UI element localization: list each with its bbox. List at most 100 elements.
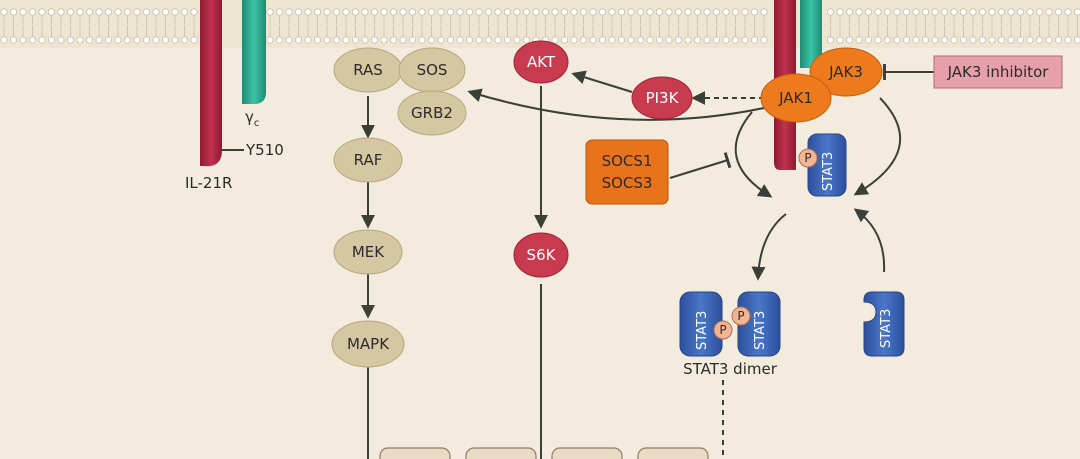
gamma-c-label: γc <box>245 108 259 129</box>
lipid-head <box>589 8 597 16</box>
lipid-head <box>342 36 350 44</box>
lipid-head <box>532 8 540 16</box>
stat3-dimer: STAT3 STAT3 P P STAT3 dimer <box>679 291 781 378</box>
lipid-head <box>304 36 312 44</box>
mapk-node: MAPK <box>331 320 405 368</box>
grb2-node: GRB2 <box>397 90 467 136</box>
svg-text:P: P <box>804 151 811 165</box>
lipid-head <box>1064 36 1072 44</box>
jak-kinases: JAK3 JAK1 JAK3 inhibitor <box>760 47 1063 123</box>
lipid-head <box>380 36 388 44</box>
lipid-head <box>47 36 56 44</box>
lipid-head <box>693 8 702 16</box>
lipid-head <box>313 36 322 44</box>
lipid-head <box>503 8 512 16</box>
lipid-head <box>760 8 768 16</box>
mapk-pathway: RAS SOS GRB2 RAF MEK MAPK <box>331 47 467 368</box>
lipid-head <box>665 36 673 44</box>
lipid-head <box>959 8 968 16</box>
svg-text:STAT3: STAT3 <box>695 311 710 350</box>
lipid-head <box>0 36 8 44</box>
lipid-head <box>570 36 578 44</box>
lipid-head <box>427 36 436 44</box>
lipid-head <box>1007 8 1015 16</box>
lipid-head <box>541 8 550 16</box>
lipid-head <box>855 36 863 44</box>
lipid-head <box>845 36 854 44</box>
lipid-head <box>655 8 664 16</box>
lipid-head <box>418 8 426 16</box>
lipid-head <box>617 36 626 44</box>
lipid-head <box>361 8 369 16</box>
lipid-head <box>522 8 531 16</box>
lipid-head <box>171 36 179 44</box>
lipid-head <box>978 36 987 44</box>
lipid-head <box>85 36 94 44</box>
lipid-head <box>864 8 873 16</box>
lipid-head <box>608 36 616 44</box>
lipid-head <box>180 8 189 16</box>
lipid-head <box>104 36 113 44</box>
phospho-badge-upper: P <box>731 306 751 326</box>
stat3-dimer-label: STAT3 dimer <box>683 360 778 378</box>
lipid-head <box>294 36 303 44</box>
svg-text:JAK3 inhibitor: JAK3 inhibitor <box>947 63 1050 81</box>
lipid-head <box>161 36 170 44</box>
lipid-head <box>522 36 531 44</box>
jak3-inhibitor-box: JAK3 inhibitor <box>933 55 1063 89</box>
lipid-head <box>266 8 274 16</box>
lipid-head <box>123 8 132 16</box>
lipid-head <box>579 8 588 16</box>
lipid-head <box>722 8 730 16</box>
lipid-head <box>703 36 711 44</box>
lipid-head <box>665 8 673 16</box>
lipid-head <box>627 8 635 16</box>
lipid-head <box>921 36 930 44</box>
lipid-head <box>408 36 417 44</box>
lipid-head <box>845 8 854 16</box>
lipid-head <box>351 36 360 44</box>
lipid-head <box>1064 8 1072 16</box>
svg-text:P: P <box>719 323 726 337</box>
lipid-head <box>418 36 426 44</box>
lipid-head <box>399 36 407 44</box>
lipid-head <box>893 8 901 16</box>
lipid-head <box>275 36 284 44</box>
lipid-head <box>313 8 322 16</box>
lipid-head <box>503 36 512 44</box>
lipid-head <box>883 8 892 16</box>
lipid-head <box>551 8 559 16</box>
il21r-label: IL-21R <box>185 174 232 192</box>
lipid-head <box>931 36 939 44</box>
pi3k-arrows <box>467 70 765 459</box>
lipid-head <box>304 8 312 16</box>
lipid-head <box>57 8 65 16</box>
lipid-head <box>456 8 464 16</box>
lipid-head <box>874 36 882 44</box>
lipid-head <box>95 36 103 44</box>
lipid-head <box>855 8 863 16</box>
lipid-head <box>161 8 170 16</box>
jak-stat-arrows <box>669 64 934 459</box>
lipid-head <box>1016 36 1025 44</box>
lipid-head <box>142 8 151 16</box>
lipid-head <box>1045 8 1053 16</box>
lipid-head <box>598 8 607 16</box>
lipid-head <box>608 8 616 16</box>
lipid-head <box>513 36 521 44</box>
lipid-head <box>1054 36 1063 44</box>
lipid-head <box>484 36 493 44</box>
lipid-head <box>655 36 664 44</box>
lipid-head <box>703 8 711 16</box>
lipid-head <box>627 36 635 44</box>
lipid-head <box>959 36 968 44</box>
lipid-head <box>636 36 645 44</box>
phospho-badge: P <box>798 148 818 168</box>
lipid-head <box>66 8 75 16</box>
lipid-head <box>114 36 122 44</box>
lipid-head <box>427 8 436 16</box>
akt-node: AKT <box>513 40 569 84</box>
lipid-head <box>342 8 350 16</box>
